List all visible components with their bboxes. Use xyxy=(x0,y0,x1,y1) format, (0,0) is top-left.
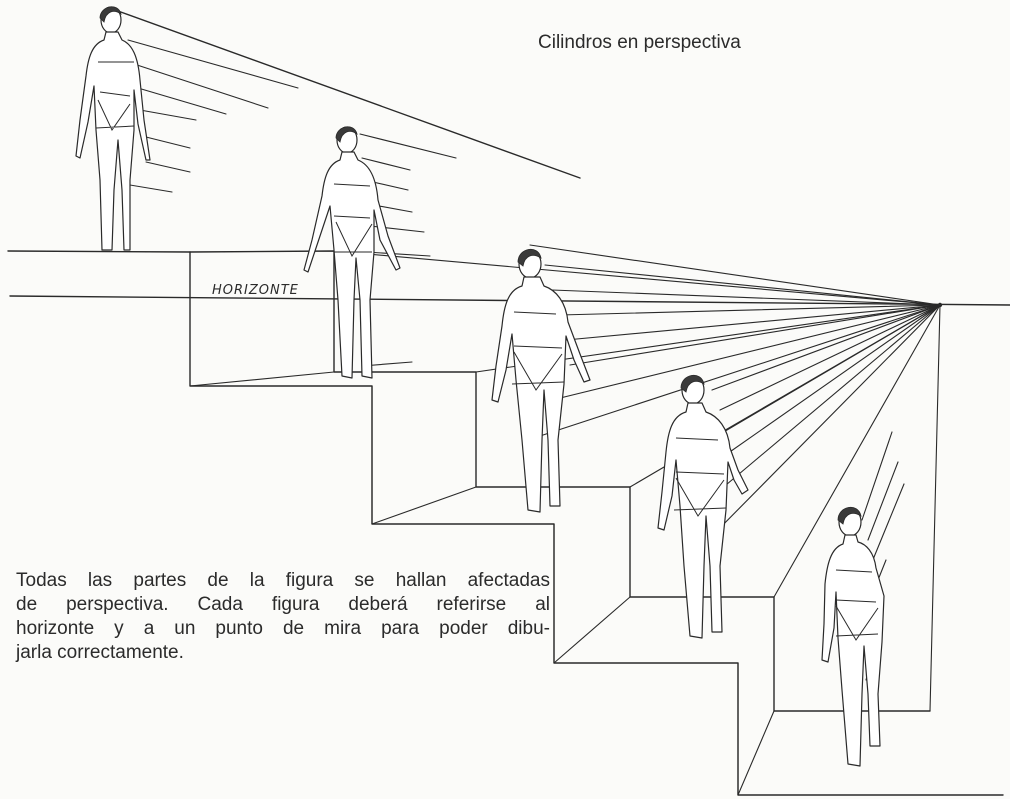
standing-figure-4 xyxy=(657,375,749,639)
figure-4-guides xyxy=(707,304,941,541)
page-title: Cilindros en perspectiva xyxy=(538,32,741,53)
perspective-ray-top xyxy=(117,10,581,179)
figure-3-guides xyxy=(529,244,941,437)
standing-figure-2 xyxy=(303,126,401,379)
figure-1-guides xyxy=(123,39,299,193)
vanishing-point xyxy=(937,302,943,308)
caption-line: horizonte y a un punto de mira para pode… xyxy=(16,618,550,639)
standing-figure-1 xyxy=(75,6,151,251)
caption-line: jarla correctamente. xyxy=(16,642,184,663)
standing-figure-3 xyxy=(491,249,591,513)
caption-line: de perspectiva. Cada figura deberá refer… xyxy=(16,594,550,615)
caption-line: Todas las partes de la figura se hallan … xyxy=(16,570,550,591)
caption-text: Todas las partes de la figura se hallan … xyxy=(16,569,550,665)
horizon-label: HORIZONTE xyxy=(212,283,299,298)
standing-figure-5 xyxy=(821,507,885,767)
